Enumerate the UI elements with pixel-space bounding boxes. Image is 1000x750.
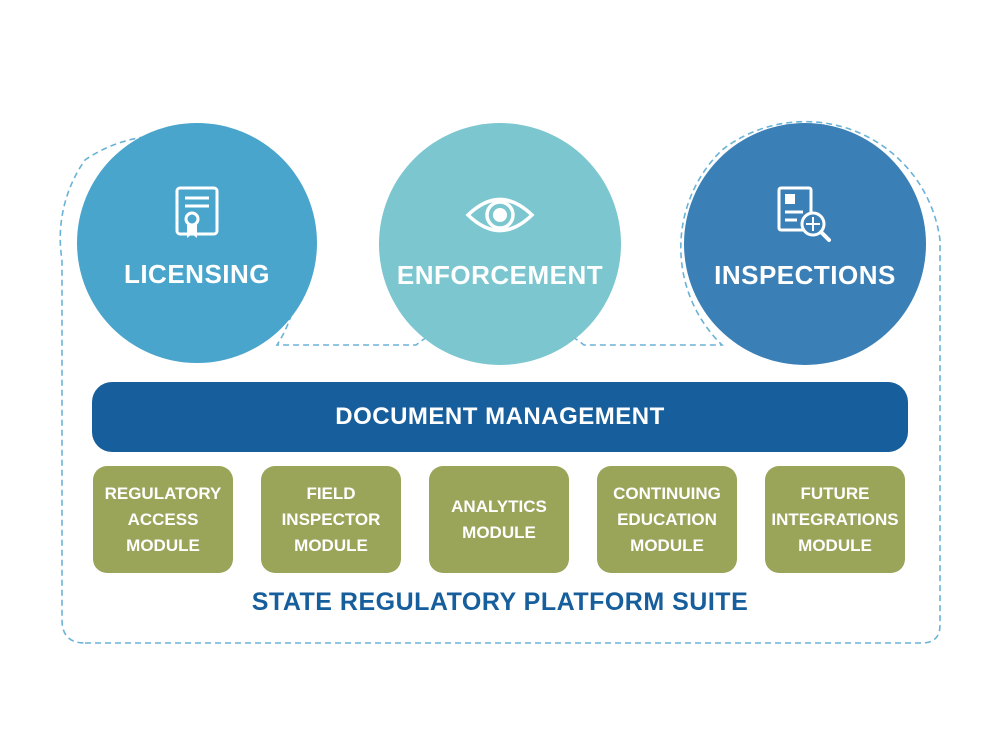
module-label: FIELD INSPECTOR MODULE <box>281 483 381 555</box>
document-magnifier-icon <box>777 184 833 246</box>
certificate-icon <box>175 183 219 245</box>
module-label: REGULATORY ACCESS MODULE <box>104 483 222 555</box>
continuing-education-module[interactable]: CONTINUING EDUCATION MODULE <box>597 466 737 573</box>
eye-icon <box>465 184 535 246</box>
enforcement-circle[interactable]: ENFORCEMENT <box>379 123 621 365</box>
suite-title: STATE REGULATORY PLATFORM SUITE <box>251 588 749 616</box>
module-label: FUTURE INTEGRATIONS MODULE <box>771 483 899 555</box>
inspections-circle[interactable]: INSPECTIONS <box>684 123 926 365</box>
field-inspector-module[interactable]: FIELD INSPECTOR MODULE <box>261 466 401 573</box>
analytics-module[interactable]: ANALYTICS MODULE <box>429 466 569 573</box>
licensing-label: LICENSING <box>123 258 271 289</box>
document-management-bar[interactable]: DOCUMENT MANAGEMENT <box>92 382 908 452</box>
document-management-label: DOCUMENT MANAGEMENT <box>335 403 665 430</box>
module-label: CONTINUING EDUCATION MODULE <box>613 483 721 555</box>
licensing-circle[interactable]: LICENSING <box>77 123 317 363</box>
inspections-label: INSPECTIONS <box>714 259 896 290</box>
regulatory-access-module[interactable]: REGULATORY ACCESS MODULE <box>93 466 233 573</box>
module-label: ANALYTICS MODULE <box>451 496 547 542</box>
future-integrations-module[interactable]: FUTURE INTEGRATIONS MODULE <box>765 466 905 573</box>
enforcement-label: ENFORCEMENT <box>396 259 604 290</box>
